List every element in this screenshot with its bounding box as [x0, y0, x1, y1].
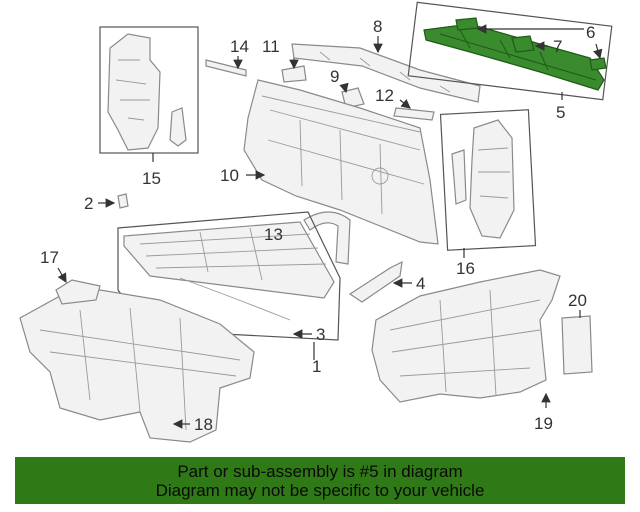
side-bracket-16-shape	[451, 149, 467, 205]
plate-12-shape	[393, 107, 435, 121]
insulator-19-ribs	[389, 289, 541, 397]
part-5-group-box	[407, 1, 613, 101]
cowl-rail-shape	[291, 43, 481, 103]
callout-15: 15	[142, 169, 161, 188]
callout-6: 6	[586, 23, 595, 42]
part-6-clip-shape	[455, 17, 479, 31]
part-1-cowl-assembly[interactable]	[117, 211, 341, 360]
part-5-highlighted-ribs	[439, 29, 597, 81]
dash-panel-ribs	[261, 95, 425, 215]
callout-20: 20	[568, 291, 587, 310]
part-12-plate[interactable]	[393, 99, 435, 121]
clip-2-shape	[117, 193, 129, 209]
pad-20-shape	[561, 315, 593, 375]
part-17-leader	[57, 267, 67, 284]
callout-1: 1	[312, 357, 321, 376]
side-panel-ribs	[115, 59, 150, 121]
side-panel-16-shape	[469, 119, 515, 239]
bracket-11-shape	[281, 65, 307, 83]
part-14-strip[interactable]	[205, 56, 247, 77]
callout-17: 17	[40, 248, 59, 267]
part-10-dash-panel[interactable]	[243, 79, 439, 245]
part-5-highlighted-shape	[423, 23, 605, 91]
part-2-clip[interactable]	[98, 193, 129, 209]
insulator-18-ribs	[39, 307, 241, 431]
callout-10: 10	[220, 166, 239, 185]
part-4-bracket[interactable]	[348, 260, 412, 303]
part-6-leader-2	[593, 43, 603, 60]
strip-shape	[205, 59, 247, 77]
cowl-rail-holes	[319, 51, 451, 93]
callout-8: 8	[373, 17, 382, 36]
side-bracket-shape	[169, 107, 187, 147]
seal-13-shape	[303, 211, 351, 265]
callout-3: 3	[316, 325, 325, 344]
part-11-bracket[interactable]	[281, 56, 307, 83]
part-9-leader	[339, 82, 349, 94]
callout-2: 2	[84, 194, 93, 213]
part-9-bracket[interactable]	[339, 82, 365, 109]
part-1-group-box	[117, 211, 341, 341]
callout-13: 13	[264, 225, 283, 244]
cowl-grille-shape	[123, 221, 335, 299]
callout-14: 14	[230, 37, 249, 56]
dash-panel-hole	[371, 167, 389, 185]
callout-19: 19	[534, 414, 553, 433]
callout-18: 18	[194, 415, 213, 434]
part-15-side-panel[interactable]	[99, 26, 199, 162]
callout-4: 4	[416, 274, 425, 293]
part-18-insulator[interactable]	[19, 267, 255, 443]
callout-5: 5	[556, 103, 565, 122]
part-16-group-box	[439, 109, 537, 251]
callout-16: 16	[456, 259, 475, 278]
cowl-grille-slots	[139, 227, 327, 281]
callout-7: 7	[553, 37, 562, 56]
part-16-side-panel[interactable]	[439, 109, 537, 258]
banner-line-2: Diagram may not be specific to your vehi…	[155, 480, 485, 500]
part-20-pad[interactable]	[561, 310, 593, 375]
part-17-shape	[55, 279, 101, 305]
bracket-4-shape	[348, 260, 403, 303]
cowl-cable	[179, 277, 291, 321]
parts-diagram: 1 2 3 4 5 6 7 8 9 10 11 12 13 14 15 16 1…	[19, 1, 613, 443]
insulator-19-shape	[371, 269, 561, 403]
insulator-18-shape	[19, 289, 255, 443]
part-6b-clip-shape	[589, 57, 607, 71]
info-banner: Part or sub-assembly is #5 in diagram Di…	[15, 457, 625, 504]
part-12-leader	[399, 99, 411, 109]
part-15-group-box	[99, 26, 199, 154]
callout-11: 11	[262, 37, 280, 56]
side-panel-16-ribs	[477, 147, 510, 199]
banner-line-1: Part or sub-assembly is #5 in diagram	[177, 461, 463, 481]
part-5-group[interactable]	[407, 1, 613, 101]
part-19-insulator[interactable]	[371, 269, 561, 408]
part-7-clip-shape	[511, 35, 535, 53]
side-panel-shape	[107, 33, 161, 151]
callout-9: 9	[330, 67, 339, 86]
part-8-cowl-rail[interactable]	[291, 36, 481, 103]
callout-12: 12	[375, 86, 394, 105]
